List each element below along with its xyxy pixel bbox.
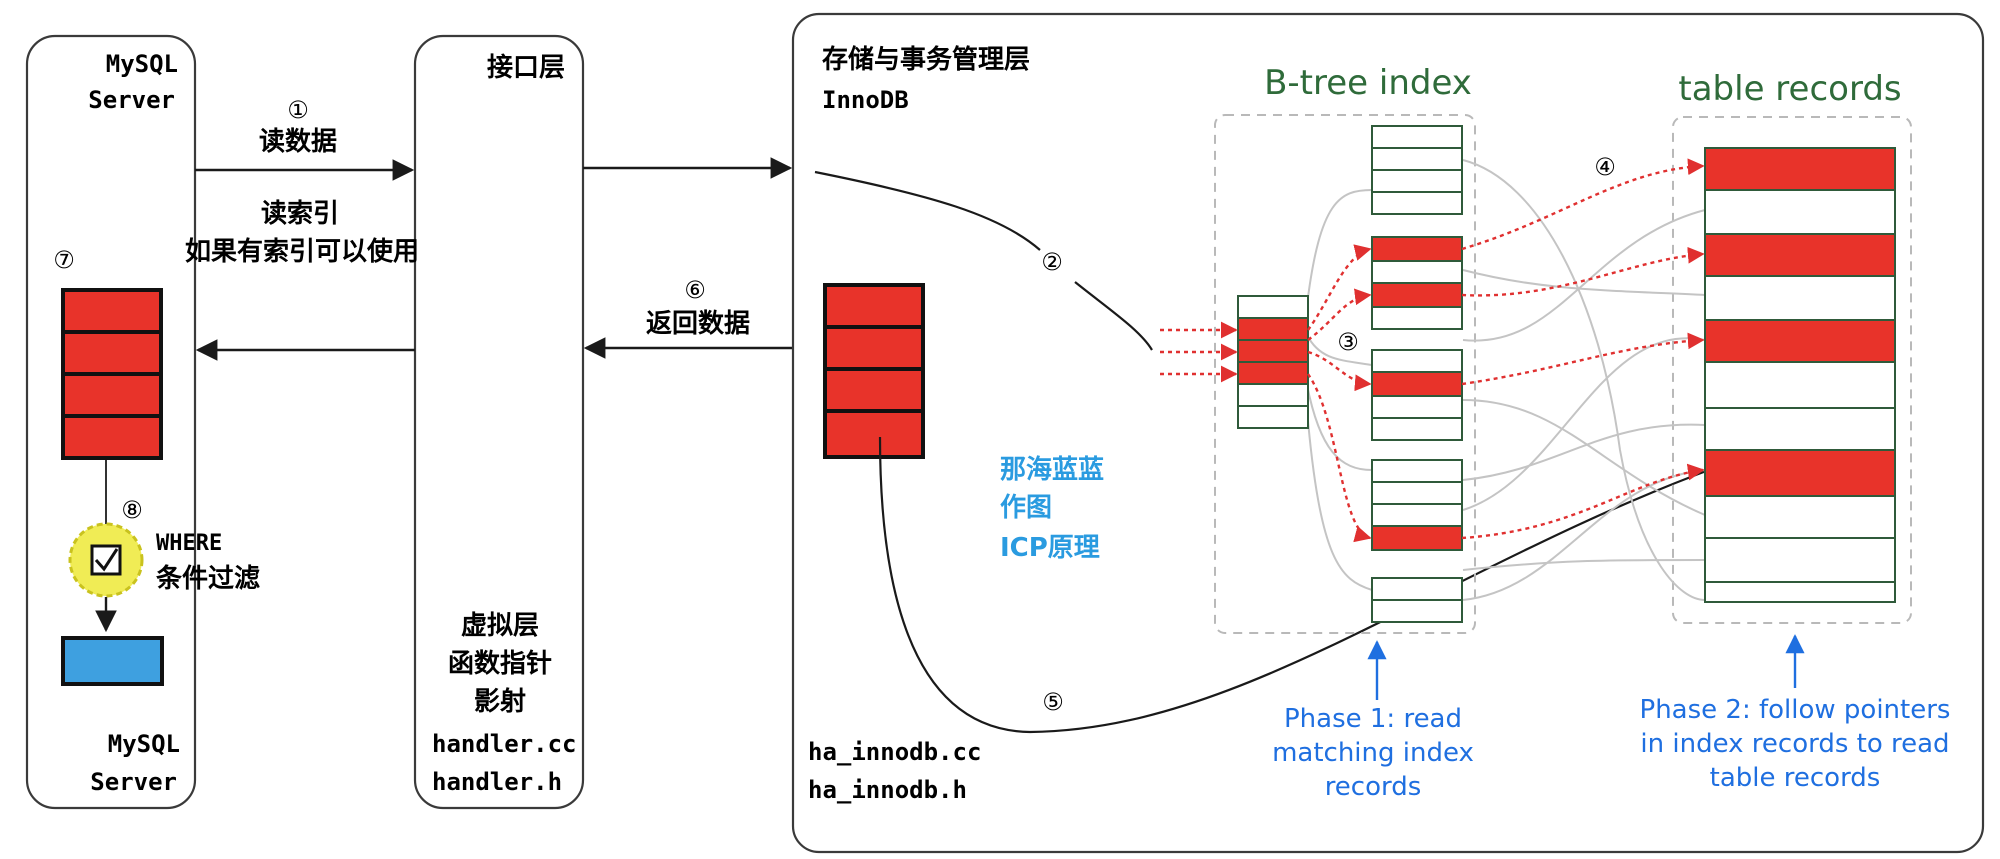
phase-1-line-3: records — [1325, 772, 1422, 802]
server-row — [61, 330, 163, 376]
ha-innodb-h-file: ha_innodb.h — [808, 776, 967, 804]
virtual-layer-3: 影射 — [474, 687, 526, 717]
storage-row — [823, 409, 925, 459]
btree-root-node — [1237, 295, 1309, 429]
step-2-curve-top — [814, 170, 1041, 251]
phase-1-line-2: matching index — [1272, 738, 1474, 768]
step-7-marker: ⑦ — [53, 246, 75, 274]
server-row — [61, 288, 163, 334]
storage-row — [823, 367, 925, 413]
read-index-label-1: 读索引 — [261, 199, 339, 229]
phase-2-line-1: Phase 2: follow pointers — [1640, 695, 1951, 725]
server-row — [61, 414, 163, 460]
root-to-leaf-arrows — [1307, 244, 1372, 543]
mysql-bottom-label-2: Server — [90, 768, 177, 796]
server-row — [61, 372, 163, 418]
mysql-bottom-label-1: MySQL — [108, 730, 180, 758]
btree-container — [1214, 114, 1476, 634]
storage-result-stack — [823, 283, 925, 459]
storage-row — [823, 283, 925, 329]
virtual-layer-1: 虚拟层 — [461, 611, 539, 641]
server-result-stack — [61, 288, 163, 460]
read-data-label: 读数据 — [259, 127, 337, 157]
step-5-marker: ⑤ — [1042, 688, 1064, 716]
btree-leaf-node — [1371, 125, 1463, 215]
phase-1-line-1: Phase 1: read — [1284, 704, 1462, 734]
interface-layer-panel — [413, 34, 585, 810]
phase-2-line-2: in index records to read — [1640, 729, 1949, 759]
mysql-top-label-1: MySQL — [106, 50, 178, 78]
step-3-marker: ③ — [1337, 328, 1359, 356]
storage-title: 存储与事务管理层 — [822, 44, 1030, 75]
filter-label: 条件过滤 — [156, 564, 260, 594]
read-index-label-2: 如果有索引可以使用 — [185, 237, 419, 267]
pointer-links — [1306, 159, 1706, 601]
ha-innodb-cc-file: ha_innodb.cc — [808, 738, 981, 766]
return-data-label: 返回数据 — [646, 309, 750, 339]
watermark-line-3: ICP原理 — [1000, 533, 1100, 563]
step-6-marker: ⑥ — [684, 276, 706, 304]
handler-h-file: handler.h — [432, 768, 562, 796]
innodb-label: InnoDB — [822, 86, 909, 114]
phase-2-line-3: table records — [1710, 763, 1881, 793]
step-8-marker: ⑧ — [121, 496, 143, 524]
btree-leaf-node — [1371, 236, 1463, 330]
step-2-marker: ② — [1041, 248, 1063, 276]
leaf-to-table-arrows — [1461, 158, 1705, 540]
step-1-marker: ① — [287, 96, 309, 124]
step-5-curve — [878, 436, 1743, 734]
interface-title: 接口层 — [487, 53, 565, 83]
step-2-curve-bottom — [1074, 281, 1153, 351]
btree-leaf-node — [1371, 459, 1463, 551]
watermark-line-2: 作图 — [1000, 493, 1052, 523]
watermark-line-1: 那海蓝蓝 — [1000, 455, 1104, 485]
table-records-rows — [1704, 147, 1896, 603]
where-filter-badge — [68, 522, 144, 598]
table-records-title: table records — [1678, 69, 1901, 109]
handler-cc-file: handler.cc — [432, 730, 577, 758]
step-4-marker: ④ — [1594, 153, 1616, 181]
virtual-layer-2: 函数指针 — [448, 649, 552, 679]
btree-leaf-node — [1371, 577, 1463, 623]
btree-leaf-node — [1371, 349, 1463, 441]
btree-title: B-tree index — [1264, 63, 1472, 103]
mysql-top-label-2: Server — [88, 86, 175, 114]
storage-row — [823, 325, 925, 371]
final-result-block — [61, 636, 164, 686]
where-label: WHERE — [156, 531, 222, 556]
